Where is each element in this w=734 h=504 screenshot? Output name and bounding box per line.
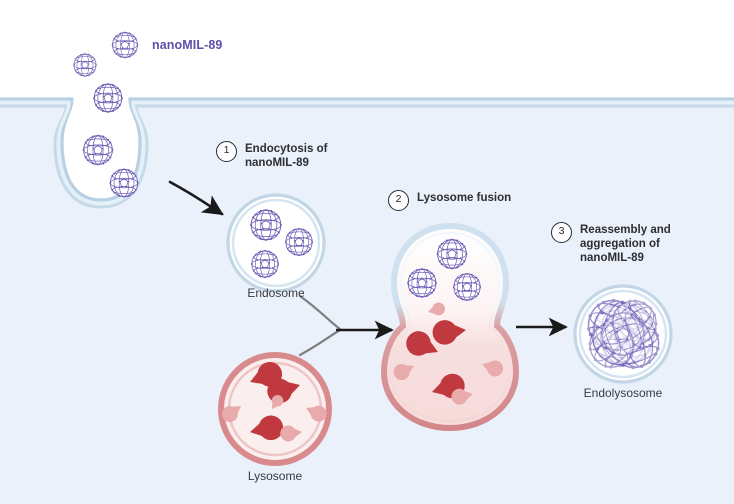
nanoparticle-free-1 bbox=[72, 52, 98, 78]
nanoparticle-endosome-1 bbox=[249, 208, 283, 242]
nanoparticle-free-3 bbox=[92, 82, 124, 114]
nanoparticle-endosome-2 bbox=[284, 227, 314, 257]
plasma-membrane-core bbox=[0, 100, 734, 206]
plasma-membrane-inner-leaflet bbox=[0, 104, 734, 209]
nanoparticle-fusion-3 bbox=[452, 272, 482, 302]
arrow-endocytosis bbox=[168, 180, 224, 216]
lysosome bbox=[218, 352, 332, 466]
arrow-fusion-from-endosome bbox=[298, 294, 342, 331]
arrow-fusion-group bbox=[298, 294, 394, 357]
plasma-membrane-outer-leaflet bbox=[0, 97, 734, 202]
arrow-fusion-from-lysosome bbox=[298, 328, 342, 357]
nanoparticle-fusion-2 bbox=[406, 267, 438, 299]
nanoparticle-endosome-3 bbox=[250, 249, 280, 279]
cytoplasm bbox=[0, 99, 734, 504]
nanoparticle-fusion-1 bbox=[436, 238, 468, 270]
nanoparticle-pit-1 bbox=[82, 134, 114, 166]
fusion-vesicle bbox=[380, 222, 520, 432]
endolysosome bbox=[573, 284, 673, 384]
endosome bbox=[226, 193, 326, 293]
nanoparticle-pit-2 bbox=[108, 167, 140, 199]
fusion-vesicle-inner-membrane bbox=[389, 231, 511, 423]
nanoparticle-free-2 bbox=[111, 31, 139, 59]
